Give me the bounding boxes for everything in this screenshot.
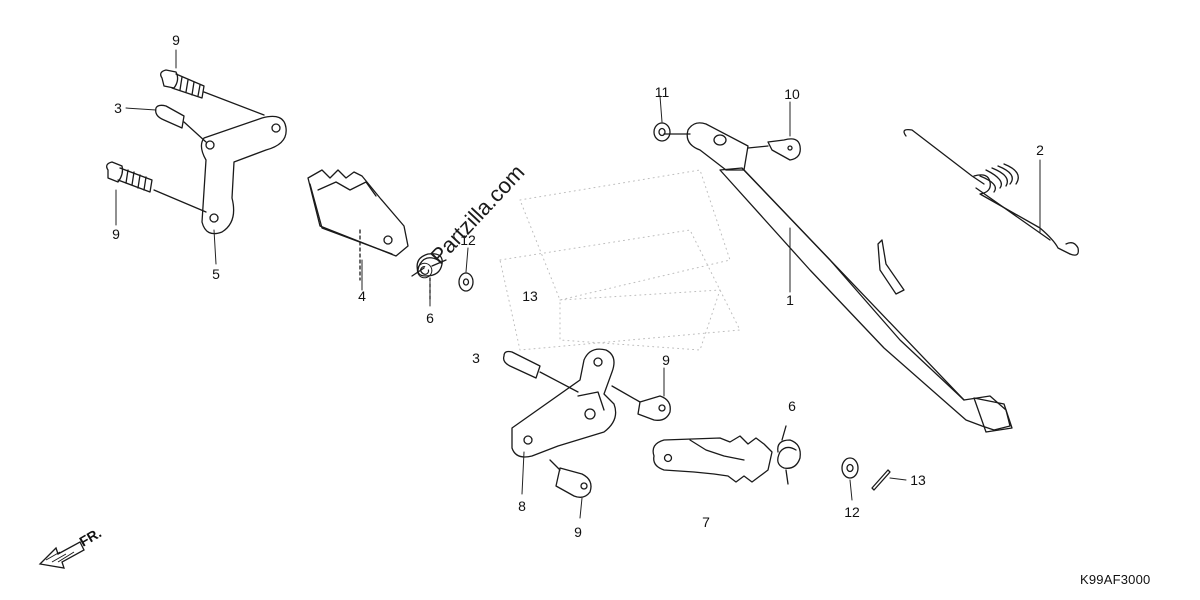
callout-2: 2: [1036, 142, 1044, 158]
callout-10: 10: [784, 86, 800, 102]
watermark-pattern: [499, 169, 741, 351]
washer-11: [653, 122, 671, 142]
pin-3-top: [155, 104, 207, 143]
callout-4: 4: [358, 288, 366, 304]
callout-7: 7: [702, 514, 710, 530]
spring-lower: [777, 425, 801, 485]
spring-2: [903, 128, 1079, 256]
callout-9-mid: 9: [112, 226, 120, 242]
callout-3-top: 3: [114, 100, 122, 116]
side-stand: [663, 122, 1013, 433]
callout-13-upper: 13: [522, 288, 538, 304]
bolt-10: [747, 138, 801, 161]
callout-3-lower: 3: [472, 350, 480, 366]
callout-9-top: 9: [172, 32, 180, 48]
callout-9-lower-right: 9: [662, 352, 670, 368]
bolt-9-lower-left: [549, 459, 592, 498]
callout-8: 8: [518, 498, 526, 514]
callout-12-upper: 12: [460, 232, 476, 248]
callout-6-lower: 6: [788, 398, 796, 414]
callout-5: 5: [212, 266, 220, 282]
bracket-lower: [511, 348, 617, 458]
footpeg-upper: [307, 169, 409, 281]
callout-9-lower-left: 9: [574, 524, 582, 540]
cotter-pin-lower: [871, 469, 891, 491]
footpeg-lower: [652, 435, 773, 483]
callout-1: 1: [786, 292, 794, 308]
washer-lower: [841, 457, 859, 479]
callout-12-lower: 12: [844, 504, 860, 520]
washer-upper: [458, 272, 474, 292]
bolt-9-lower-right: [611, 385, 671, 421]
bolt-9-mid: [106, 161, 207, 213]
pin-3-lower: [502, 350, 579, 393]
callout-11: 11: [654, 84, 670, 100]
callout-6-upper: 6: [426, 310, 434, 326]
bolt-9-top: [160, 69, 265, 116]
diagram-code: K99AF3000: [1080, 572, 1151, 587]
leader-lines: [115, 49, 1041, 519]
front-arrow-icon: [38, 541, 85, 569]
callout-13-lower: 13: [910, 472, 926, 488]
bracket-upper-left: [200, 115, 287, 235]
